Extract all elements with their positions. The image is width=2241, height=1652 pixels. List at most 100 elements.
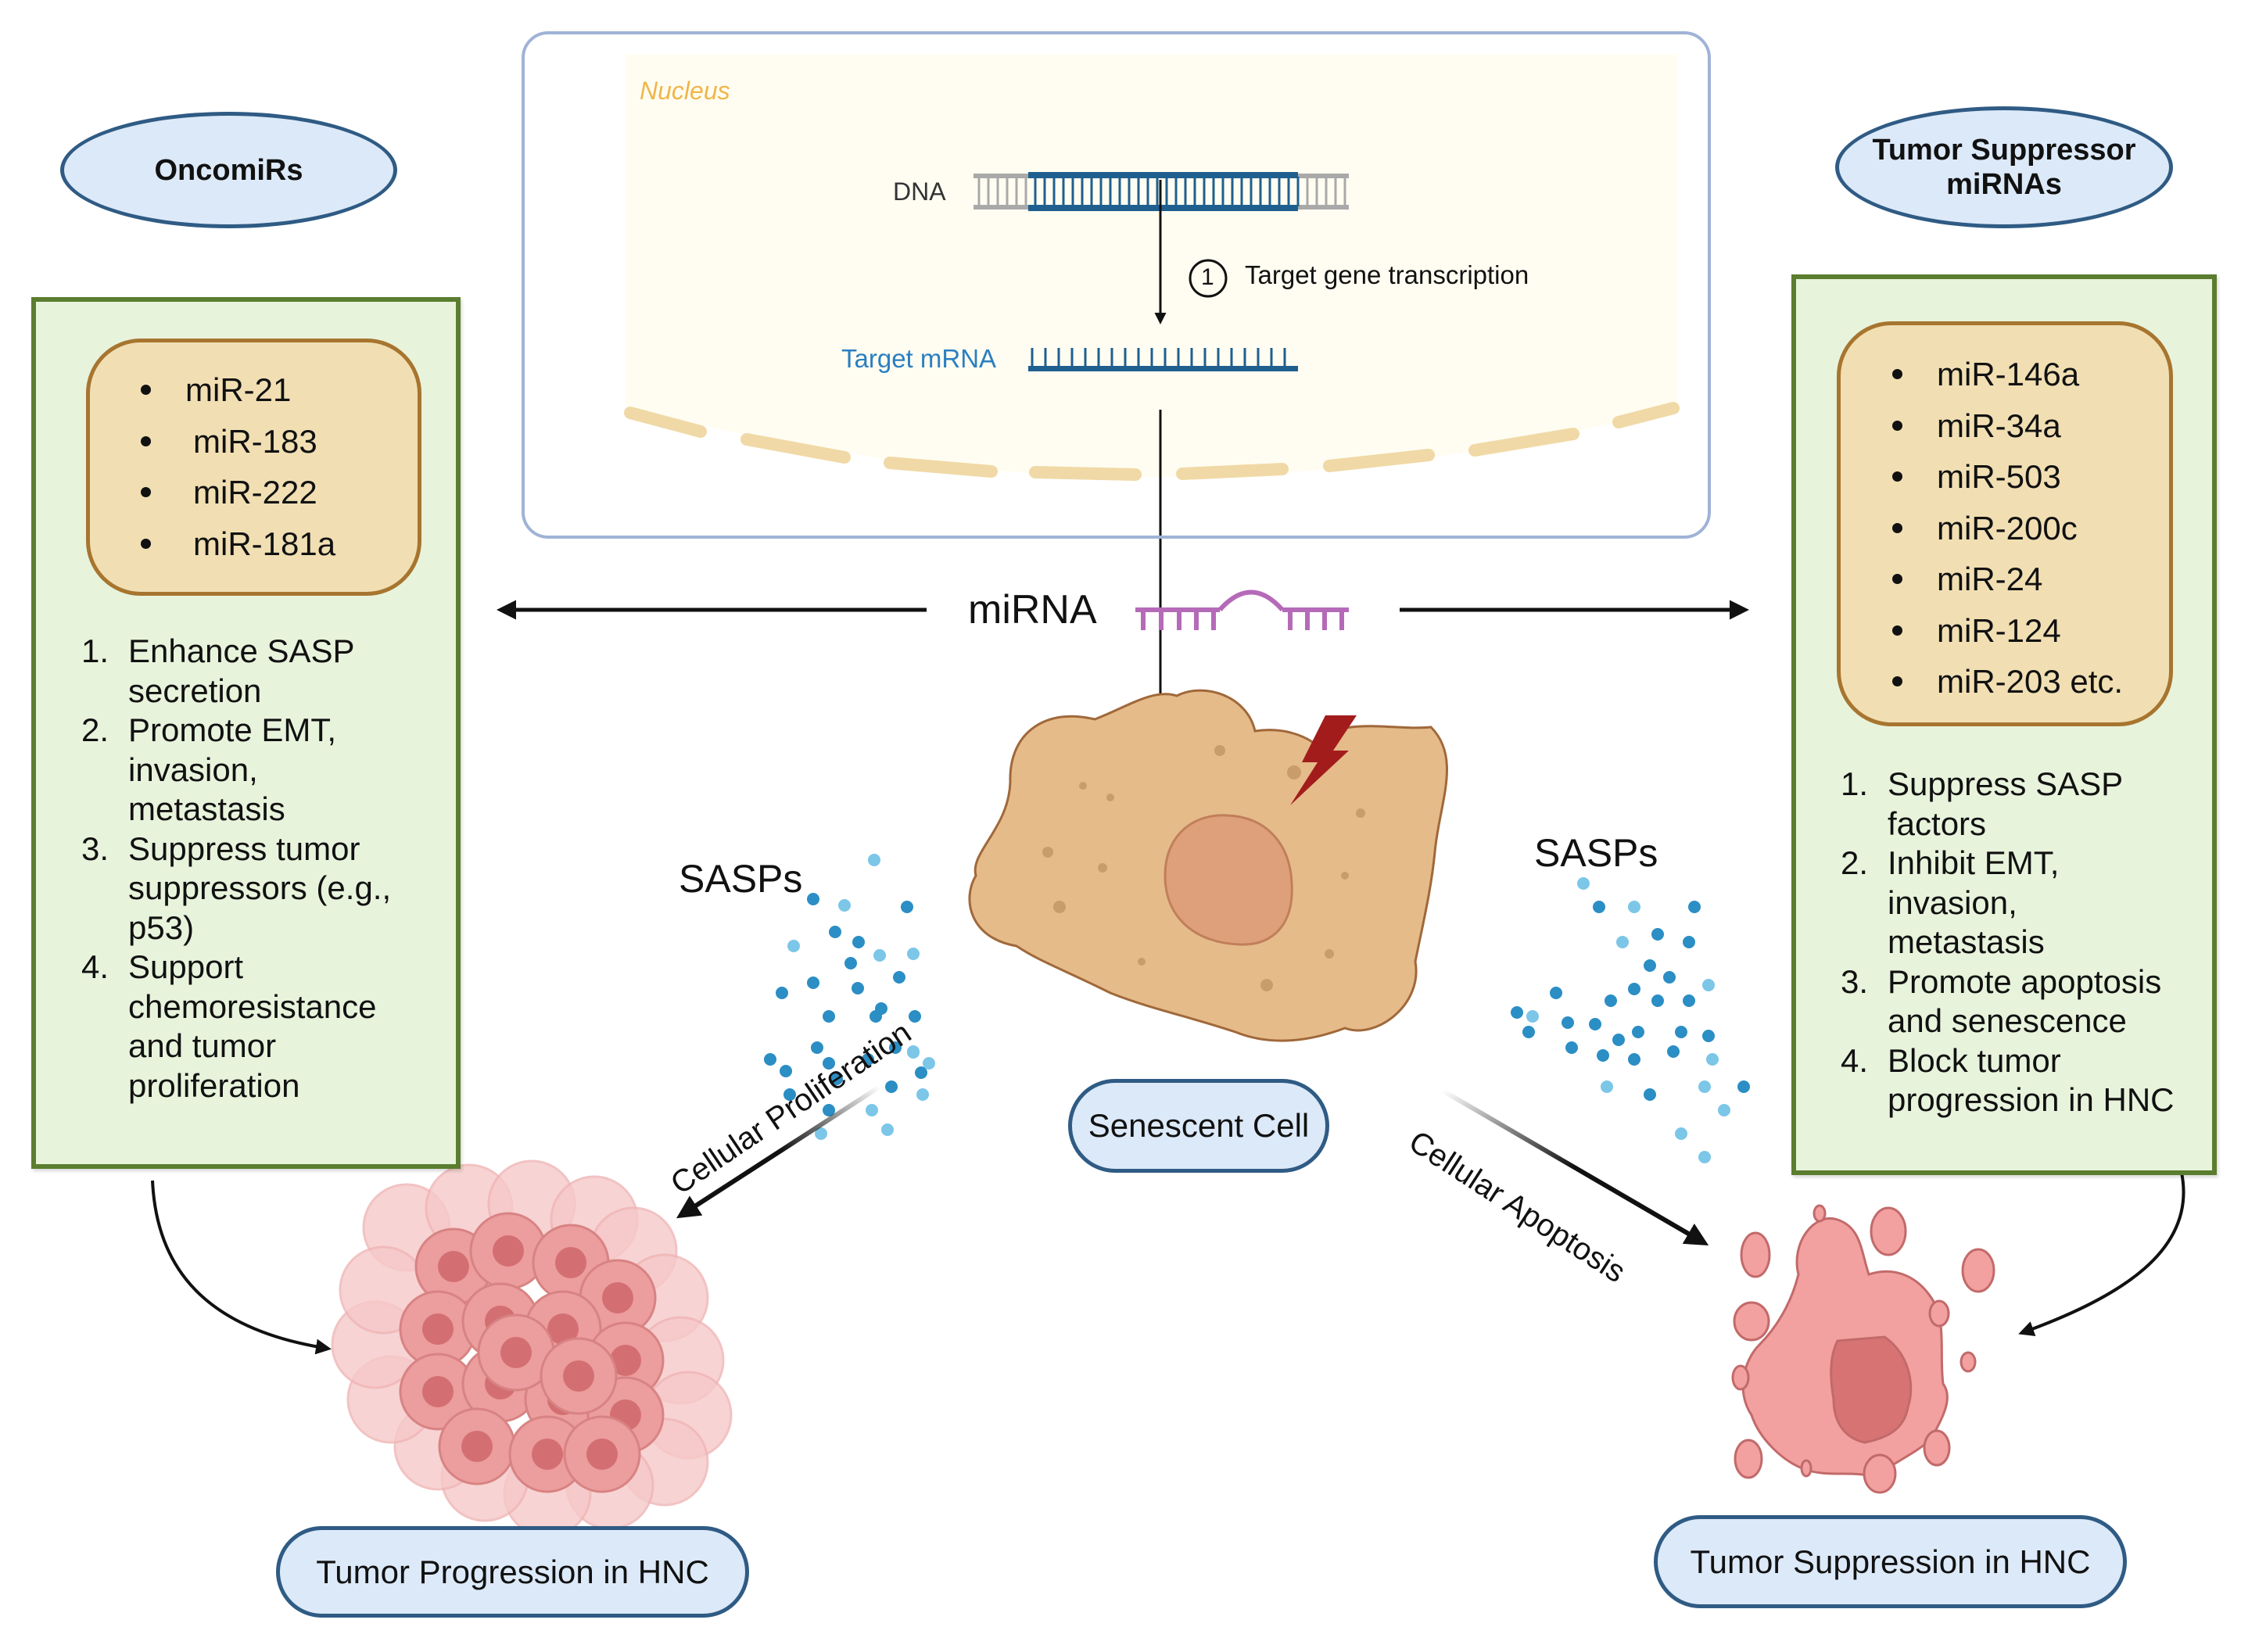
sasp-particle bbox=[1601, 1080, 1613, 1093]
tumor-cluster-icon bbox=[331, 1159, 733, 1538]
sasp-particle bbox=[1667, 1045, 1680, 1058]
sasp-particle bbox=[764, 1053, 776, 1066]
tumor-suppressor-item: miR-200c bbox=[1892, 503, 2169, 554]
tumor-suppressor-title-line2: miRNAs bbox=[1946, 168, 2062, 201]
sasp-particle bbox=[1511, 1006, 1523, 1019]
sasps-label-right: SASPs bbox=[1534, 831, 1658, 875]
oncomirs-title: OncomiRs bbox=[154, 153, 303, 187]
sasp-particle bbox=[783, 1088, 796, 1101]
sasp-particle bbox=[1702, 1030, 1715, 1042]
sasp-particle bbox=[1737, 1080, 1750, 1093]
oncomir-item: miR-21 bbox=[141, 364, 418, 416]
mrna-label: Target mRNA bbox=[841, 344, 997, 373]
sasp-particle bbox=[1522, 1026, 1535, 1038]
sasp-particle bbox=[823, 1104, 835, 1116]
sasp-particle bbox=[1589, 1018, 1601, 1030]
sasp-particle bbox=[873, 949, 886, 962]
proliferation-arrow bbox=[676, 1084, 881, 1219]
sasp-particle bbox=[868, 854, 880, 866]
sasp-particle bbox=[823, 1010, 835, 1023]
tumor-suppressor-list-box: miR-146a miR-34a miR-503 miR-200c miR-24… bbox=[1837, 321, 2173, 726]
sasp-particle bbox=[844, 957, 857, 969]
tumor-suppressor-list: miR-146a miR-34a miR-503 miR-200c miR-24… bbox=[1892, 349, 2169, 708]
sasp-particle bbox=[1577, 877, 1590, 890]
sasp-particle bbox=[838, 899, 851, 912]
effect-item: 1.Enhance SASP secretion bbox=[81, 632, 355, 709]
effect-item: 4.Block tumor progression in HNC bbox=[1841, 1041, 2175, 1119]
sasp-particle bbox=[907, 1045, 920, 1058]
nuclear-envelope bbox=[624, 402, 1680, 481]
sasp-particle bbox=[1562, 1016, 1574, 1029]
sasp-particle bbox=[907, 948, 920, 960]
tumor-suppressor-title-line1: Tumor Suppressor bbox=[1872, 134, 2136, 167]
transcription-step-label: Target gene transcription bbox=[1245, 260, 1529, 289]
tumor-suppression-label: Tumor Suppression in HNC bbox=[1654, 1515, 2127, 1608]
oncomir-item: miR-183 bbox=[141, 416, 418, 468]
sasp-particle bbox=[787, 940, 800, 952]
senescent-cell-icon bbox=[968, 689, 1448, 1042]
sasp-particle bbox=[776, 987, 788, 999]
senescent-cell-label: Senescent Cell bbox=[1068, 1079, 1329, 1173]
sasp-particle bbox=[1628, 1053, 1640, 1066]
sasp-particle bbox=[807, 977, 819, 989]
sasps-label-left: SASPs bbox=[679, 857, 803, 901]
apoptosis-arrow bbox=[1441, 1088, 1709, 1246]
sasp-particle bbox=[1628, 983, 1640, 995]
effect-item: 3. Suppress tumor suppressors (e.g., p53… bbox=[81, 830, 392, 946]
tumor-suppressor-item: miR-203 etc. bbox=[1892, 656, 2169, 708]
tumor-suppressor-item: miR-146a bbox=[1892, 349, 2169, 400]
left-box-to-tumor-arrow bbox=[151, 1180, 332, 1355]
sasp-particle bbox=[1612, 1034, 1625, 1046]
oncomirs-list: miR-21 miR-183 miR-222 miR-181a bbox=[141, 364, 418, 569]
sasp-particles-left bbox=[764, 854, 935, 1140]
tumor-suppressor-effects-list: 1.Suppress SASP factors 2.Inhibit EMT, i… bbox=[1841, 765, 2174, 1120]
sasp-particle bbox=[1565, 1041, 1578, 1054]
right-box-to-tumor-arrow bbox=[2018, 1172, 2185, 1336]
sasp-particle bbox=[893, 971, 905, 984]
sasp-particle bbox=[1688, 901, 1701, 913]
sasp-particle bbox=[852, 936, 865, 948]
sasp-particle bbox=[901, 901, 913, 913]
sasp-particle bbox=[1526, 1010, 1539, 1023]
sasp-particle bbox=[852, 982, 864, 994]
sasp-particle bbox=[823, 1057, 835, 1070]
sasp-particle bbox=[1644, 1088, 1656, 1101]
tumor-suppressor-item: miR-24 bbox=[1892, 554, 2169, 605]
nucleus-title: Nucleus bbox=[640, 77, 730, 105]
mirna-label: miRNA bbox=[968, 587, 1097, 632]
oncomirs-list-box: miR-21 miR-183 miR-222 miR-181a bbox=[86, 339, 421, 596]
damage-bolt-icon bbox=[1290, 715, 1357, 805]
sasp-particle bbox=[811, 1041, 823, 1054]
sasp-particle bbox=[1706, 1053, 1719, 1066]
effect-item: 4.Support chemoresistance and tumor prol… bbox=[81, 948, 377, 1104]
oncomirs-header: OncomiRs bbox=[60, 112, 397, 228]
tumor-progression-label: Tumor Progression in HNC bbox=[276, 1526, 749, 1618]
sasp-particle bbox=[923, 1057, 935, 1070]
effect-item: 3.Promote apoptosis and senescence bbox=[1841, 962, 2162, 1040]
oncomir-item: miR-222 bbox=[141, 467, 418, 518]
tumor-suppressor-item: miR-124 bbox=[1892, 605, 2169, 657]
sasp-particle bbox=[870, 1010, 882, 1023]
sasp-particle bbox=[1683, 994, 1695, 1007]
oncomirs-effects-list: 1.Enhance SASP secretion 2.Promote EMT, … bbox=[81, 632, 391, 1106]
apoptotic-cell-icon bbox=[1731, 1204, 1995, 1494]
sasp-particle bbox=[1698, 1151, 1711, 1163]
sasp-particle bbox=[889, 1041, 902, 1054]
effect-item: 2.Inhibit EMT, invasion, metastasis bbox=[1841, 844, 2060, 960]
sasp-particle bbox=[1651, 928, 1664, 941]
sasp-particle bbox=[830, 1073, 843, 1085]
nucleus-interior bbox=[624, 55, 1680, 481]
sasp-particle bbox=[1698, 1080, 1711, 1093]
sasp-particles-right bbox=[1511, 877, 1750, 1163]
tumor-suppressor-item: miR-503 bbox=[1892, 451, 2169, 503]
dna-label: DNA bbox=[893, 177, 946, 206]
tumor-suppressor-item: miR-34a bbox=[1892, 400, 2169, 452]
sasp-particle bbox=[807, 893, 819, 905]
sasp-particle bbox=[1663, 971, 1676, 984]
sasp-particle bbox=[1632, 1026, 1644, 1038]
mirna-icon bbox=[1135, 589, 1349, 630]
sasp-particle bbox=[1651, 994, 1664, 1007]
sasp-particle bbox=[1628, 901, 1640, 913]
sasp-particle bbox=[1702, 979, 1715, 991]
